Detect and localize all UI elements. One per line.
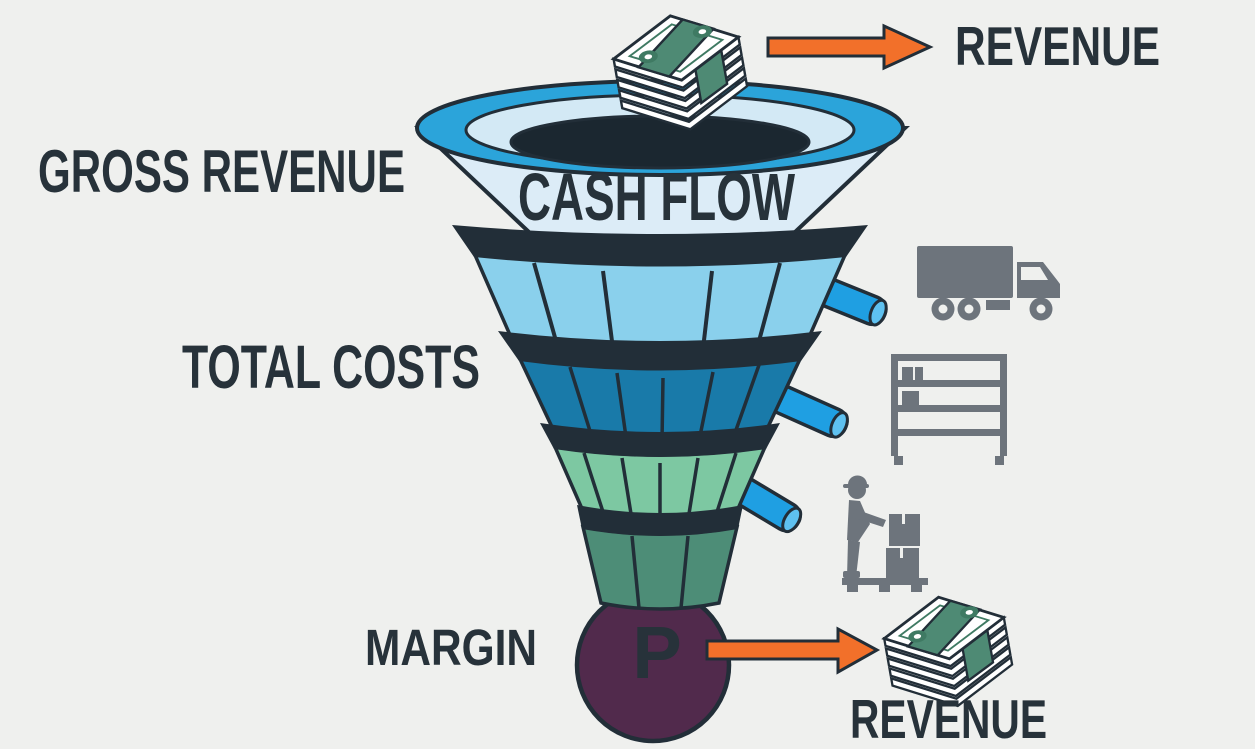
stage-segment-lines — [532, 262, 782, 350]
storage-shelf-icon — [891, 354, 1007, 465]
pipe-end-cap — [829, 411, 849, 439]
label-gross-revenue: GROSS REVENUE — [38, 138, 405, 205]
profit-symbol: P — [632, 611, 681, 694]
funnel-separator-bands — [452, 225, 868, 536]
funnel-stem — [580, 524, 740, 611]
label-margin: MARGIN — [365, 619, 537, 676]
label-revenue-top: REVENUE — [955, 15, 1160, 77]
pipe-end-cap — [781, 506, 803, 534]
funnel-title-cash-flow: CASH FLOW — [518, 160, 796, 235]
stage-segment-lines — [568, 364, 761, 443]
warehouse-worker-icon — [842, 475, 928, 592]
pipe-end-cap — [868, 298, 888, 327]
funnel — [413, 79, 911, 744]
arrow-right-top-icon — [766, 23, 934, 71]
label-revenue-bottom: REVENUE — [850, 688, 1047, 749]
funnel-stage-light-blue — [472, 252, 848, 346]
delivery-truck-icon — [917, 246, 1060, 321]
arrow-right-bottom-icon — [705, 626, 881, 675]
label-total-costs: TOTAL COSTS — [182, 333, 480, 401]
stage-segment-lines — [630, 535, 690, 609]
